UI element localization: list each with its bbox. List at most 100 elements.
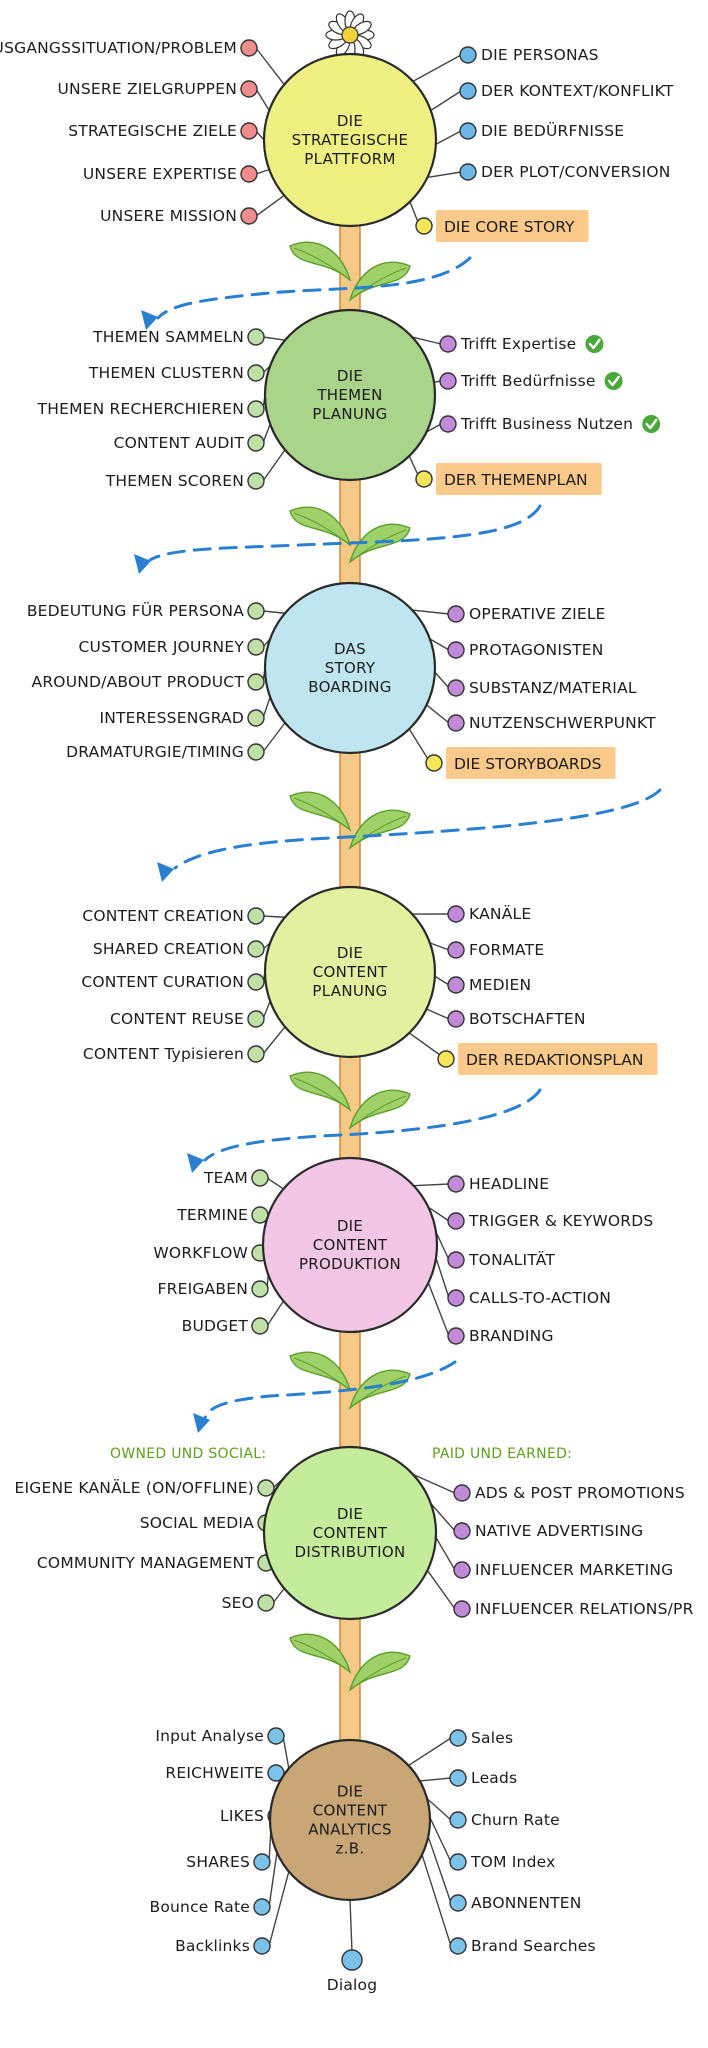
item-label: INFLUENCER RELATIONS/PR [475,1600,694,1618]
dashed-connector-4 [187,1088,542,1173]
item-label: TRIGGER & KEYWORDS [468,1212,653,1230]
right-item-protagonisten: PROTAGONISTEN [429,638,603,659]
bullet-dot [439,372,457,390]
bullet-dot [449,1729,467,1747]
right-item-brand-searches: Brand Searches [421,1854,596,1955]
bullet-dot [437,1050,455,1068]
left-item-backlinks: Backlinks [175,1871,290,1955]
item-label: FREIGABEN [158,1280,249,1298]
item-label: THEMEN SAMMELN [92,328,244,346]
left-item-customer-journey: CUSTOMER JOURNEY [79,638,271,656]
right-item-leads: Leads [419,1769,517,1787]
check-icon [585,335,604,353]
bullet-dot [247,434,265,452]
stage-title-line: DISTRIBUTION [295,1543,406,1561]
stage-title-line: CONTENT [313,1236,388,1254]
stage-title-line: THEMEN [316,386,382,404]
left-item-workflow: WORKFLOW [153,1244,269,1262]
right-item-tonalitaet: TONALITÄT [435,1231,555,1269]
bullet-dot [447,605,465,623]
right-item-kanaele: KANÄLE [412,904,531,923]
bullet-dot [453,1600,471,1618]
highlight-box [436,210,589,242]
dashed-connector-3 [157,788,662,882]
right-item-der-plot-conversion: DER PLOT/CONVERSION [427,163,670,181]
left-item-unsere-zielgruppen: UNSERE ZIELGRUPPEN [58,80,270,111]
item-label: BRANDING [469,1327,554,1345]
right-item-native-advertising: NATIVE ADVERTISING [430,1503,643,1540]
item-label: BOTSCHAFTEN [469,1010,586,1028]
stage-title-line: STORY [325,659,376,677]
item-label: CONTENT Typisieren [83,1045,244,1063]
highlight-label: DER THEMENPLAN [444,471,588,489]
bullet-dot [247,907,265,925]
highlight-die-core-story: DIE CORE STORY [409,201,589,242]
stage-title-line: ANALYTICS [308,1821,392,1839]
right-item-die-beduerfnisse: DIE BEDÜRFNISSE [435,121,624,145]
stage-title-line: CONTENT [313,1802,388,1820]
item-label: CALLS-TO-ACTION [469,1289,611,1307]
stage-analytics: Input AnalyseREICHWEITELIKESSHARESBounce… [150,1727,596,1994]
leaf-8 [348,1089,411,1131]
left-item-bedeutung-fuer-persona: BEDEUTUNG FÜR PERSONA [27,601,286,620]
stage-title-line: DIE [337,367,363,385]
left-item-interessengrad: INTERESSENGRAD [99,696,271,727]
check-icon [604,372,623,390]
leaf-11 [289,1633,352,1675]
left-item-themen-recherchieren: THEMEN RECHERCHIEREN [37,394,266,418]
left-item-unsere-mission: UNSERE MISSION [100,194,285,225]
item-label: THEMEN RECHERCHIEREN [37,400,244,418]
dashed-connector-5 [193,1360,457,1433]
left-item-content-curation: CONTENT CURATION [81,971,266,991]
stage-title-line: CONTENT [313,963,388,981]
bullet-dot [251,1280,269,1298]
stage-title-line: DIE [337,1505,363,1523]
left-item-themen-sammeln: THEMEN SAMMELN [92,328,286,346]
right-item-abonnenten: ABONNENTEN [427,1836,581,1912]
bullet-dot [447,1175,465,1193]
bullet-dot [267,1727,285,1745]
left-item-reichweite: REICHWEITE [165,1764,285,1788]
highlight-der-redaktionsplan: DER REDAKTIONSPLAN [408,1032,658,1075]
leaf-3 [289,506,352,548]
item-label: NUTZENSCHWERPUNKT [469,714,656,732]
bullet-dot [447,1289,465,1307]
bullet-dot [449,1769,467,1787]
leaf-10 [348,1369,411,1411]
item-label: MEDIEN [469,976,531,994]
bullet-dot [253,1898,271,1916]
item-label: COMMUNITY MANAGEMENT [37,1554,254,1572]
right-item-trifft-beduerfnisse: Trifft Bedürfnisse [433,372,623,390]
bullet-dot [251,1317,269,1335]
bullet-dot [447,679,465,697]
bullet-dot [247,364,265,382]
highlight-label: DIE CORE STORY [444,218,575,236]
bullet-dot [447,641,465,659]
item-label: Dialog [327,1976,378,1994]
right-item-headline: HEADLINE [413,1175,549,1193]
bullet-dot [251,1169,269,1187]
stage-title-line: DIE [337,112,363,130]
item-label: CUSTOMER JOURNEY [79,638,245,656]
right-item-nutzenschwerpunkt: NUTZENSCHWERPUNKT [426,704,656,732]
stage-title-line: DIE [337,1217,363,1235]
bullet-dot [459,82,477,100]
item-label: INFLUENCER MARKETING [475,1561,673,1579]
item-label: KANÄLE [469,904,531,923]
item-label: UNSERE MISSION [100,207,237,225]
bullet-dot [247,1010,265,1028]
left-item-unsere-expertise: UNSERE EXPERTISE [83,165,270,183]
item-label: HEADLINE [469,1175,549,1193]
left-item-content-reuse: CONTENT REUSE [110,1000,271,1028]
highlight-label: DIE STORYBOARDS [454,755,601,773]
bullet-dot [447,714,465,732]
left-item-shared-creation: SHARED CREATION [93,940,271,958]
item-label: CONTENT AUDIT [114,434,245,452]
